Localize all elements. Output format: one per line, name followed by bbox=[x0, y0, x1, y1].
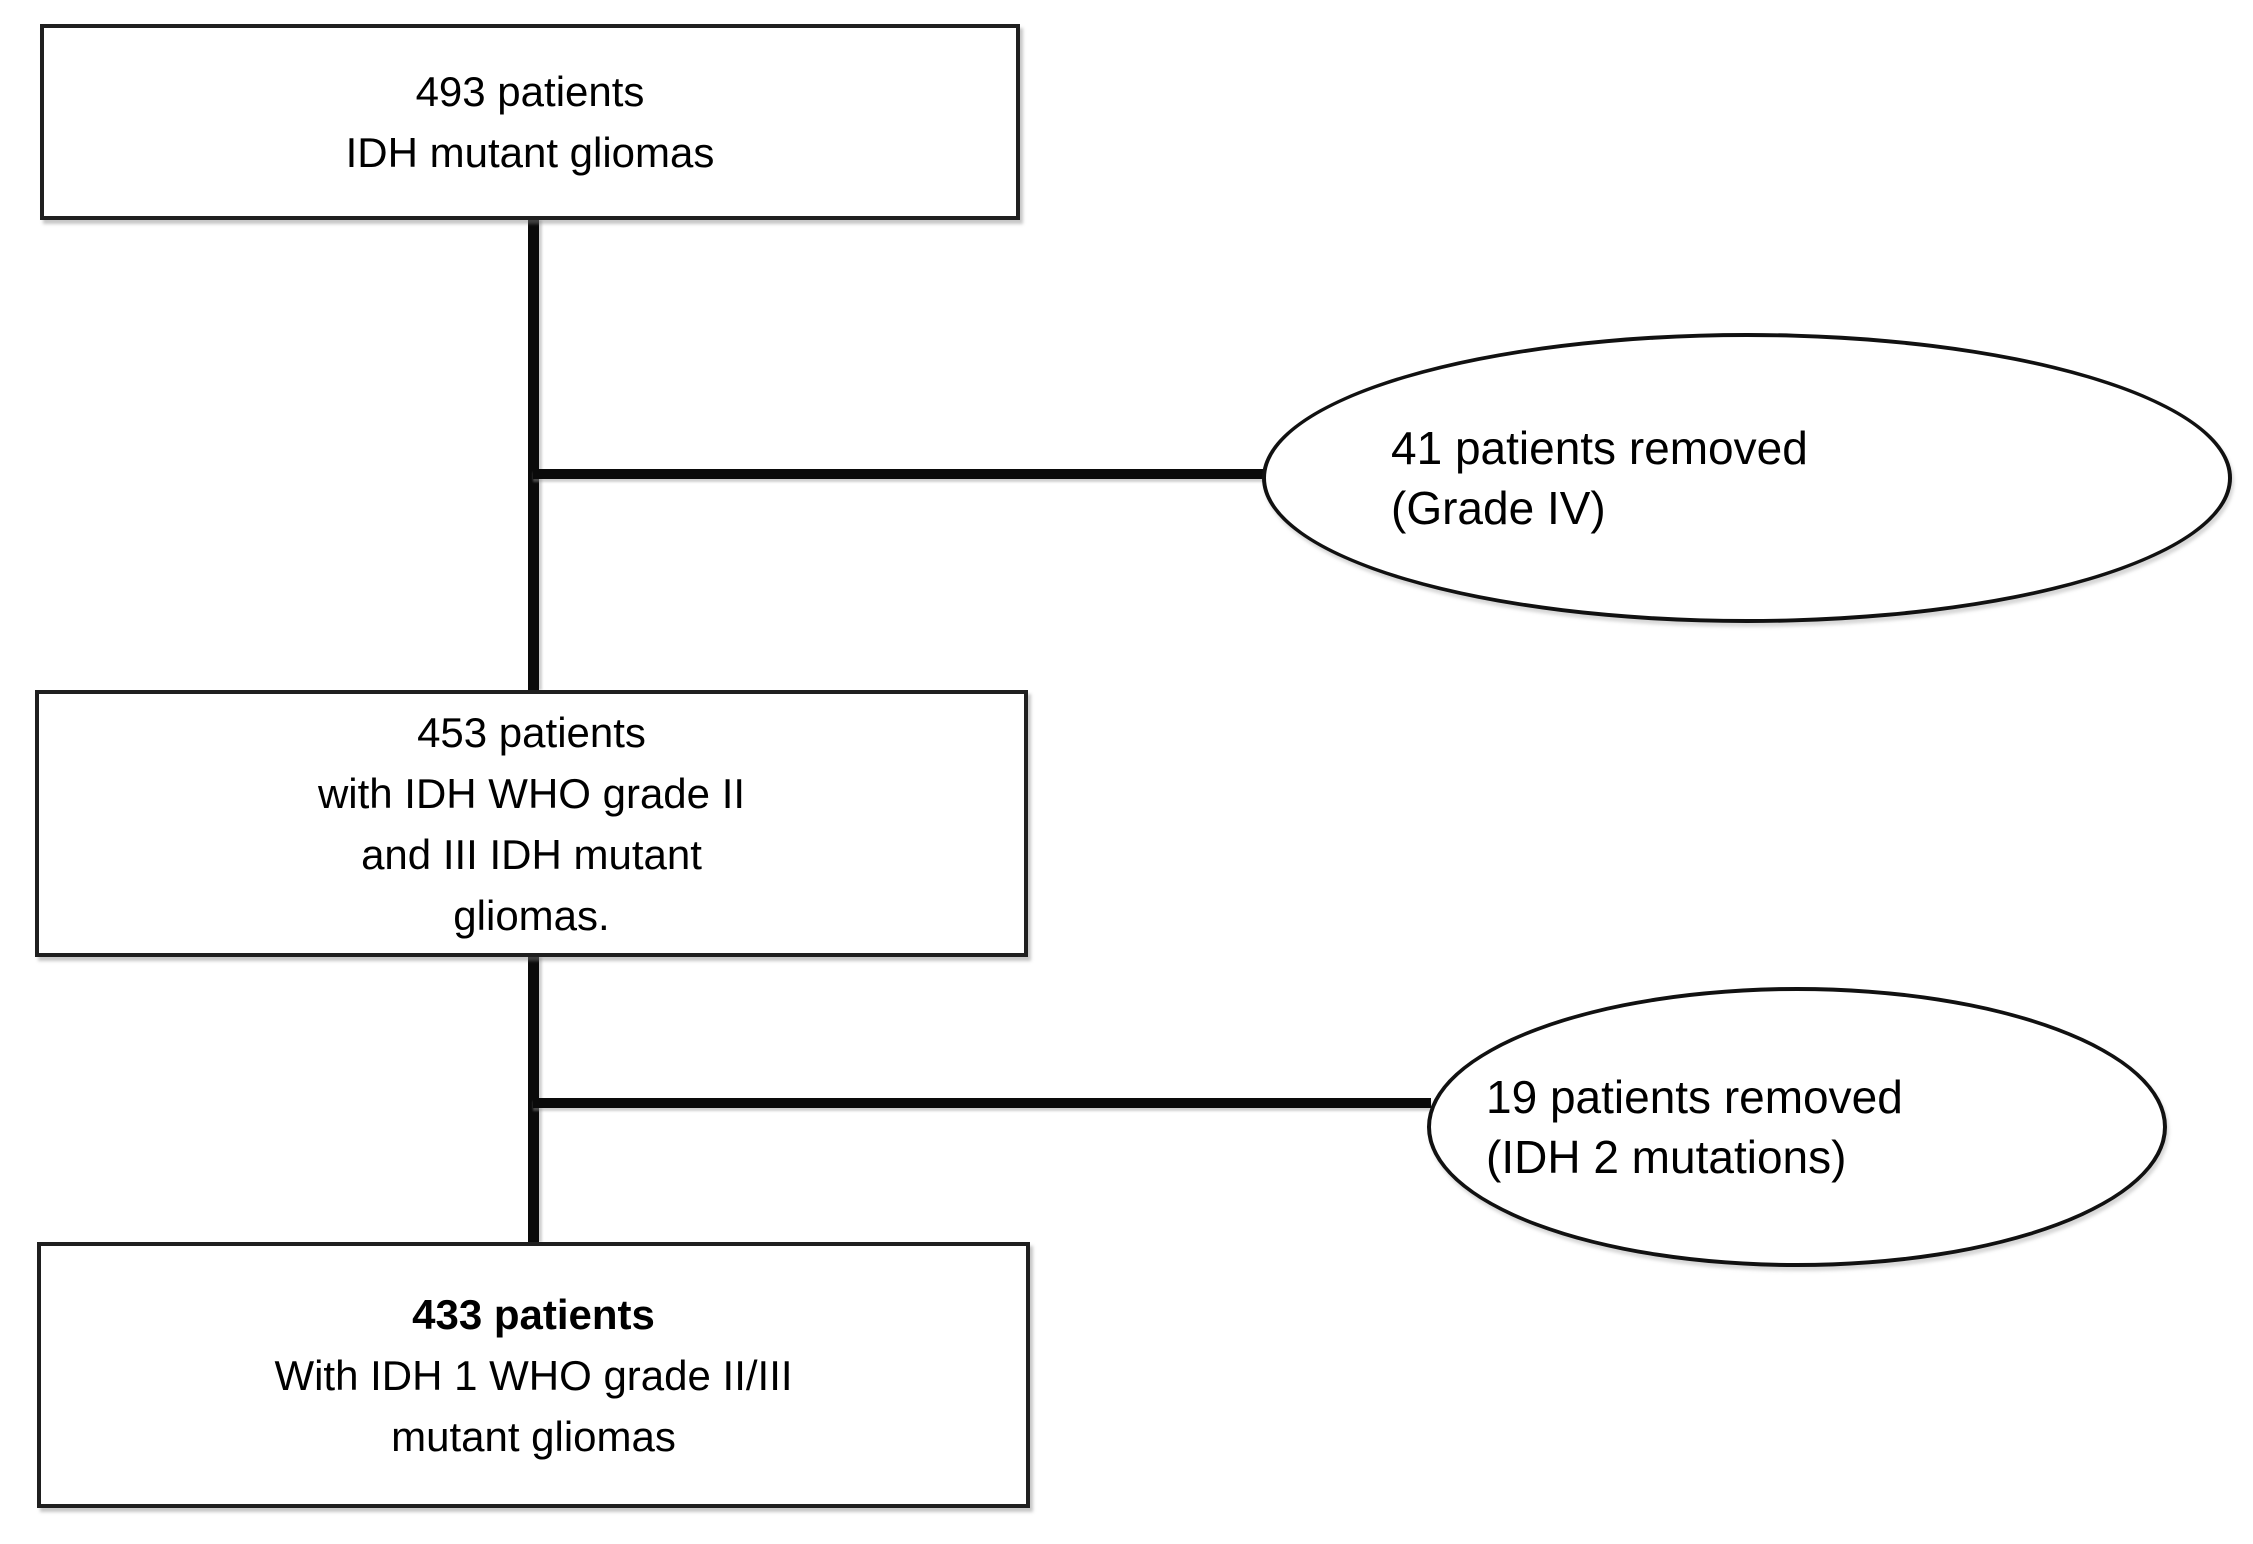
box-433-line-2: With IDH 1 WHO grade II/III bbox=[274, 1351, 793, 1399]
box-493-line-1: 493 patients bbox=[415, 68, 645, 115]
box-433-line-3: mutant gliomas bbox=[391, 1412, 676, 1460]
ellipse-19-patients-removed: 19 patients removed (IDH 2 mutations) bbox=[1427, 987, 2167, 1267]
ellipse-41-line-2: (Grade IV) bbox=[1391, 482, 1606, 534]
box-493-line-2: IDH mutant gliomas bbox=[345, 129, 715, 176]
ellipse-41-patients-removed: 41 patients removed (Grade IV) bbox=[1262, 333, 2232, 623]
connector-branch-to-ellipse41 bbox=[533, 469, 1266, 479]
box-453-line-1: 453 patients bbox=[417, 708, 646, 756]
box-453-line-2: with IDH WHO grade II bbox=[317, 769, 746, 817]
ellipse-19-line-1: 19 patients removed bbox=[1486, 1071, 1903, 1123]
box-453-patients: 453 patients with IDH WHO grade II and I… bbox=[35, 690, 1028, 957]
connector-box493-to-box453 bbox=[528, 220, 539, 690]
box-493-patients: 493 patients IDH mutant gliomas bbox=[40, 24, 1020, 220]
ellipse-19-line-2: (IDH 2 mutations) bbox=[1486, 1131, 1847, 1183]
box-433-patients: 433 patients With IDH 1 WHO grade II/III… bbox=[37, 1242, 1030, 1508]
ellipse-41-line-1: 41 patients removed bbox=[1391, 422, 1808, 474]
box-433-line-1: 433 patients bbox=[412, 1290, 655, 1338]
box-453-line-4: gliomas. bbox=[453, 891, 610, 939]
connector-branch-to-ellipse19 bbox=[533, 1098, 1431, 1108]
box-453-line-3: and III IDH mutant bbox=[361, 830, 702, 878]
